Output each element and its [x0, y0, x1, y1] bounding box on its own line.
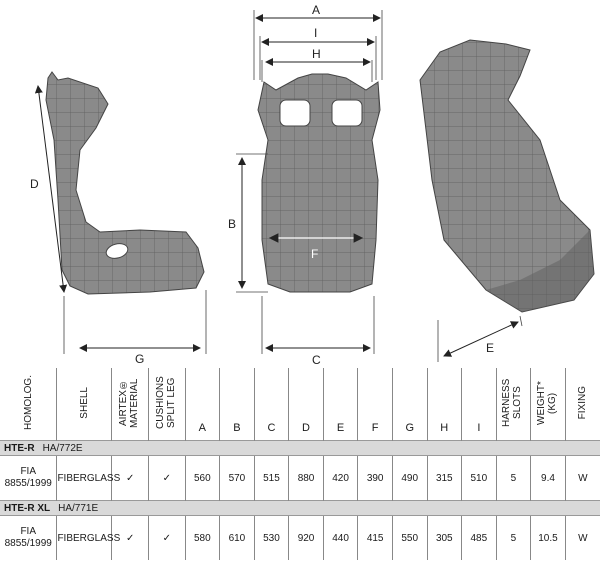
value-harness: 5 [495, 515, 531, 560]
homolog-number: 8855/1999 [4, 538, 52, 549]
dim-label-g: G [135, 352, 144, 366]
dim-label-d: D [30, 177, 39, 191]
header-airtex: AIRTEX® MATERIAL [118, 377, 141, 428]
header-c: C [253, 368, 289, 441]
value-fixing: W [564, 515, 600, 560]
value-i: 510 [461, 455, 497, 501]
header-h: H [426, 368, 462, 441]
dim-label-b: B [228, 217, 236, 231]
dim-line-e [443, 321, 519, 357]
header-weight: WEIGHT* (KG) [535, 380, 558, 425]
side-view [45, 71, 205, 295]
value-g: 490 [391, 455, 427, 501]
table-header-row: HOMOLOG. SHELL AIRTEX® MATERIAL CUSHIONS… [0, 368, 600, 441]
value-b: 610 [219, 515, 255, 560]
header-a: A [184, 368, 220, 441]
header-b: B [219, 368, 255, 441]
header-harness: HARNESS SLOTS [501, 378, 524, 427]
value-i: 485 [461, 515, 497, 560]
header-d: D [288, 368, 324, 441]
model-band: HTE-R XL HA/771E [0, 500, 600, 516]
three-quarter-view [419, 39, 595, 313]
front-view [257, 73, 381, 293]
cushions-check-icon: ✓ [147, 455, 186, 501]
model-name: HTE-R XL [4, 502, 51, 514]
homolog-number: 8855/1999 [4, 478, 52, 489]
value-c: 530 [253, 515, 289, 560]
value-g: 550 [391, 515, 427, 560]
homolog-body: FIA [20, 526, 36, 537]
header-cushions: CUSHIONS SPLIT LEG [154, 376, 177, 429]
value-harness: 5 [495, 455, 531, 501]
dim-line-d [34, 85, 68, 293]
seat-drawings: D G A I H B F C E [30, 3, 595, 367]
header-i: I [461, 368, 497, 441]
dim-label-f: F [311, 247, 318, 261]
airtex-check-icon: ✓ [111, 455, 149, 501]
value-h: 305 [426, 515, 462, 560]
airtex-check-icon: ✓ [111, 515, 149, 560]
header-fixing: FIXING [577, 385, 589, 420]
header-f: F [357, 368, 393, 441]
value-h: 315 [426, 455, 462, 501]
value-d: 880 [288, 455, 324, 501]
value-weight: 9.4 [530, 455, 566, 501]
homolog-body: FIA [20, 466, 36, 477]
header-e: E [322, 368, 358, 441]
model-name: HTE-R [4, 442, 35, 454]
dim-label-a: A [312, 3, 320, 17]
spec-table: HOMOLOG. SHELL AIRTEX® MATERIAL CUSHIONS… [0, 368, 600, 562]
model-code: HA/772E [42, 442, 83, 454]
model-code: HA/771E [58, 502, 99, 514]
value-d: 920 [288, 515, 324, 560]
header-shell: SHELL [78, 386, 90, 419]
shell-value: FIBERGLASS [56, 455, 120, 501]
dim-label-c: C [312, 353, 321, 367]
value-fixing: W [564, 455, 600, 501]
dim-label-e: E [486, 341, 494, 355]
dim-label-h: H [312, 47, 321, 61]
value-e: 420 [322, 455, 358, 501]
value-f: 390 [357, 455, 393, 501]
model-band: HTE-R HA/772E [0, 440, 600, 456]
value-a: 560 [184, 455, 220, 501]
cushions-check-icon: ✓ [147, 515, 186, 560]
value-weight: 10.5 [530, 515, 566, 560]
value-c: 515 [253, 455, 289, 501]
header-homolog: HOMOLOG. [22, 374, 34, 430]
header-g: G [391, 368, 427, 441]
value-f: 415 [357, 515, 393, 560]
value-a: 580 [184, 515, 220, 560]
dim-label-i: I [314, 26, 317, 40]
shell-value: FIBERGLASS [56, 515, 120, 560]
value-e: 440 [322, 515, 358, 560]
value-b: 570 [219, 455, 255, 501]
